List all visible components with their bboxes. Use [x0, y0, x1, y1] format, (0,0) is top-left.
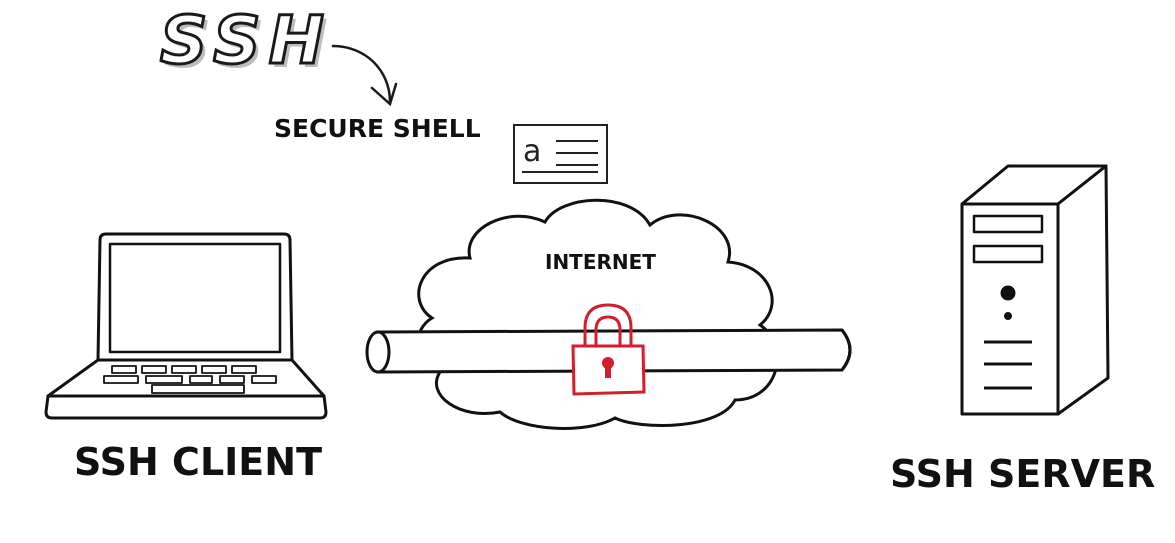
laptop-icon [44, 232, 328, 420]
curved-arrow-icon [331, 44, 398, 107]
secure-shell-label: SECURE SHELL [274, 114, 481, 143]
ssh-client-label: SSH CLIENT [74, 440, 322, 484]
internet-label: INTERNET [545, 250, 656, 274]
ssh-title: SSH [159, 1, 332, 81]
card-glyph: a [523, 134, 541, 169]
id-card-icon: a [513, 124, 608, 184]
padlock-icon [571, 303, 646, 396]
ssh-server-label: SSH SERVER [890, 452, 1156, 496]
server-tower-icon [960, 164, 1110, 416]
